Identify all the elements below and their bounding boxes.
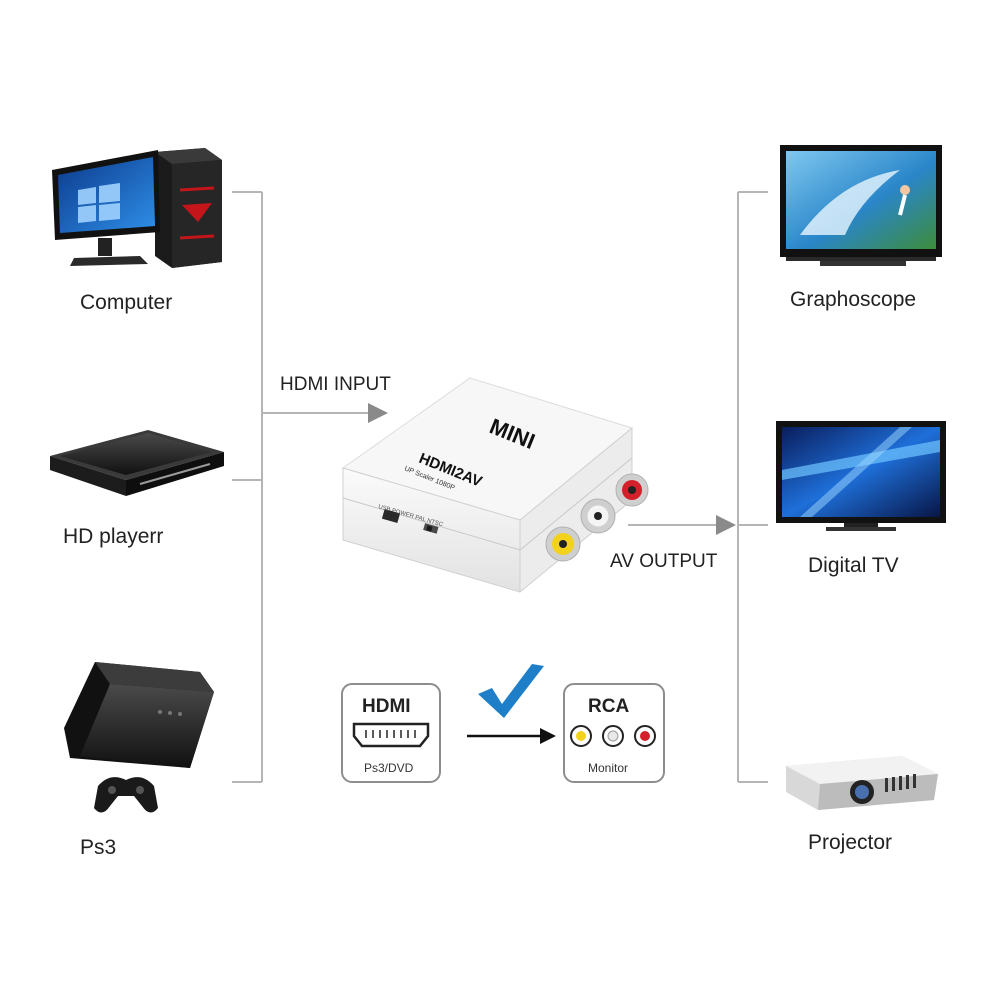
input-arrow-head bbox=[368, 403, 388, 423]
rca-target-sub: Monitor bbox=[588, 761, 628, 775]
graphoscope-tv-icon bbox=[780, 145, 942, 266]
rca-target-box bbox=[563, 683, 665, 783]
hdmi-source-sub: Ps3/DVD bbox=[364, 761, 414, 775]
output-arrow-head bbox=[716, 515, 736, 535]
projector-icon bbox=[786, 756, 938, 810]
hdmi-source-box bbox=[341, 683, 441, 783]
rca-jack-white bbox=[580, 498, 616, 534]
digital-tv-icon bbox=[776, 421, 946, 531]
digital-tv-label: Digital TV bbox=[808, 554, 899, 577]
ps3-icon bbox=[64, 662, 214, 813]
rca-target-title: RCA bbox=[588, 696, 629, 717]
ps3-label: Ps3 bbox=[80, 836, 116, 859]
rca-jack-red bbox=[615, 473, 649, 507]
rca-jack-yellow bbox=[545, 526, 581, 562]
right-bracket bbox=[628, 191, 768, 783]
hd-player-label: HD playerr bbox=[63, 525, 163, 548]
hdmi-source-title: HDMI bbox=[362, 696, 411, 717]
computer-icon bbox=[52, 148, 222, 268]
projector-label: Projector bbox=[808, 831, 892, 854]
left-bracket bbox=[232, 191, 372, 783]
hd-player-icon bbox=[50, 430, 224, 496]
computer-label: Computer bbox=[80, 291, 172, 314]
check-mark-icon bbox=[478, 664, 544, 718]
conversion-arrow-icon bbox=[467, 728, 556, 744]
graphoscope-label: Graphoscope bbox=[790, 288, 916, 311]
hdmi-input-label: HDMI INPUT bbox=[280, 374, 391, 395]
av-output-label: AV OUTPUT bbox=[610, 551, 718, 572]
hdmi2av-converter-box bbox=[341, 377, 634, 594]
